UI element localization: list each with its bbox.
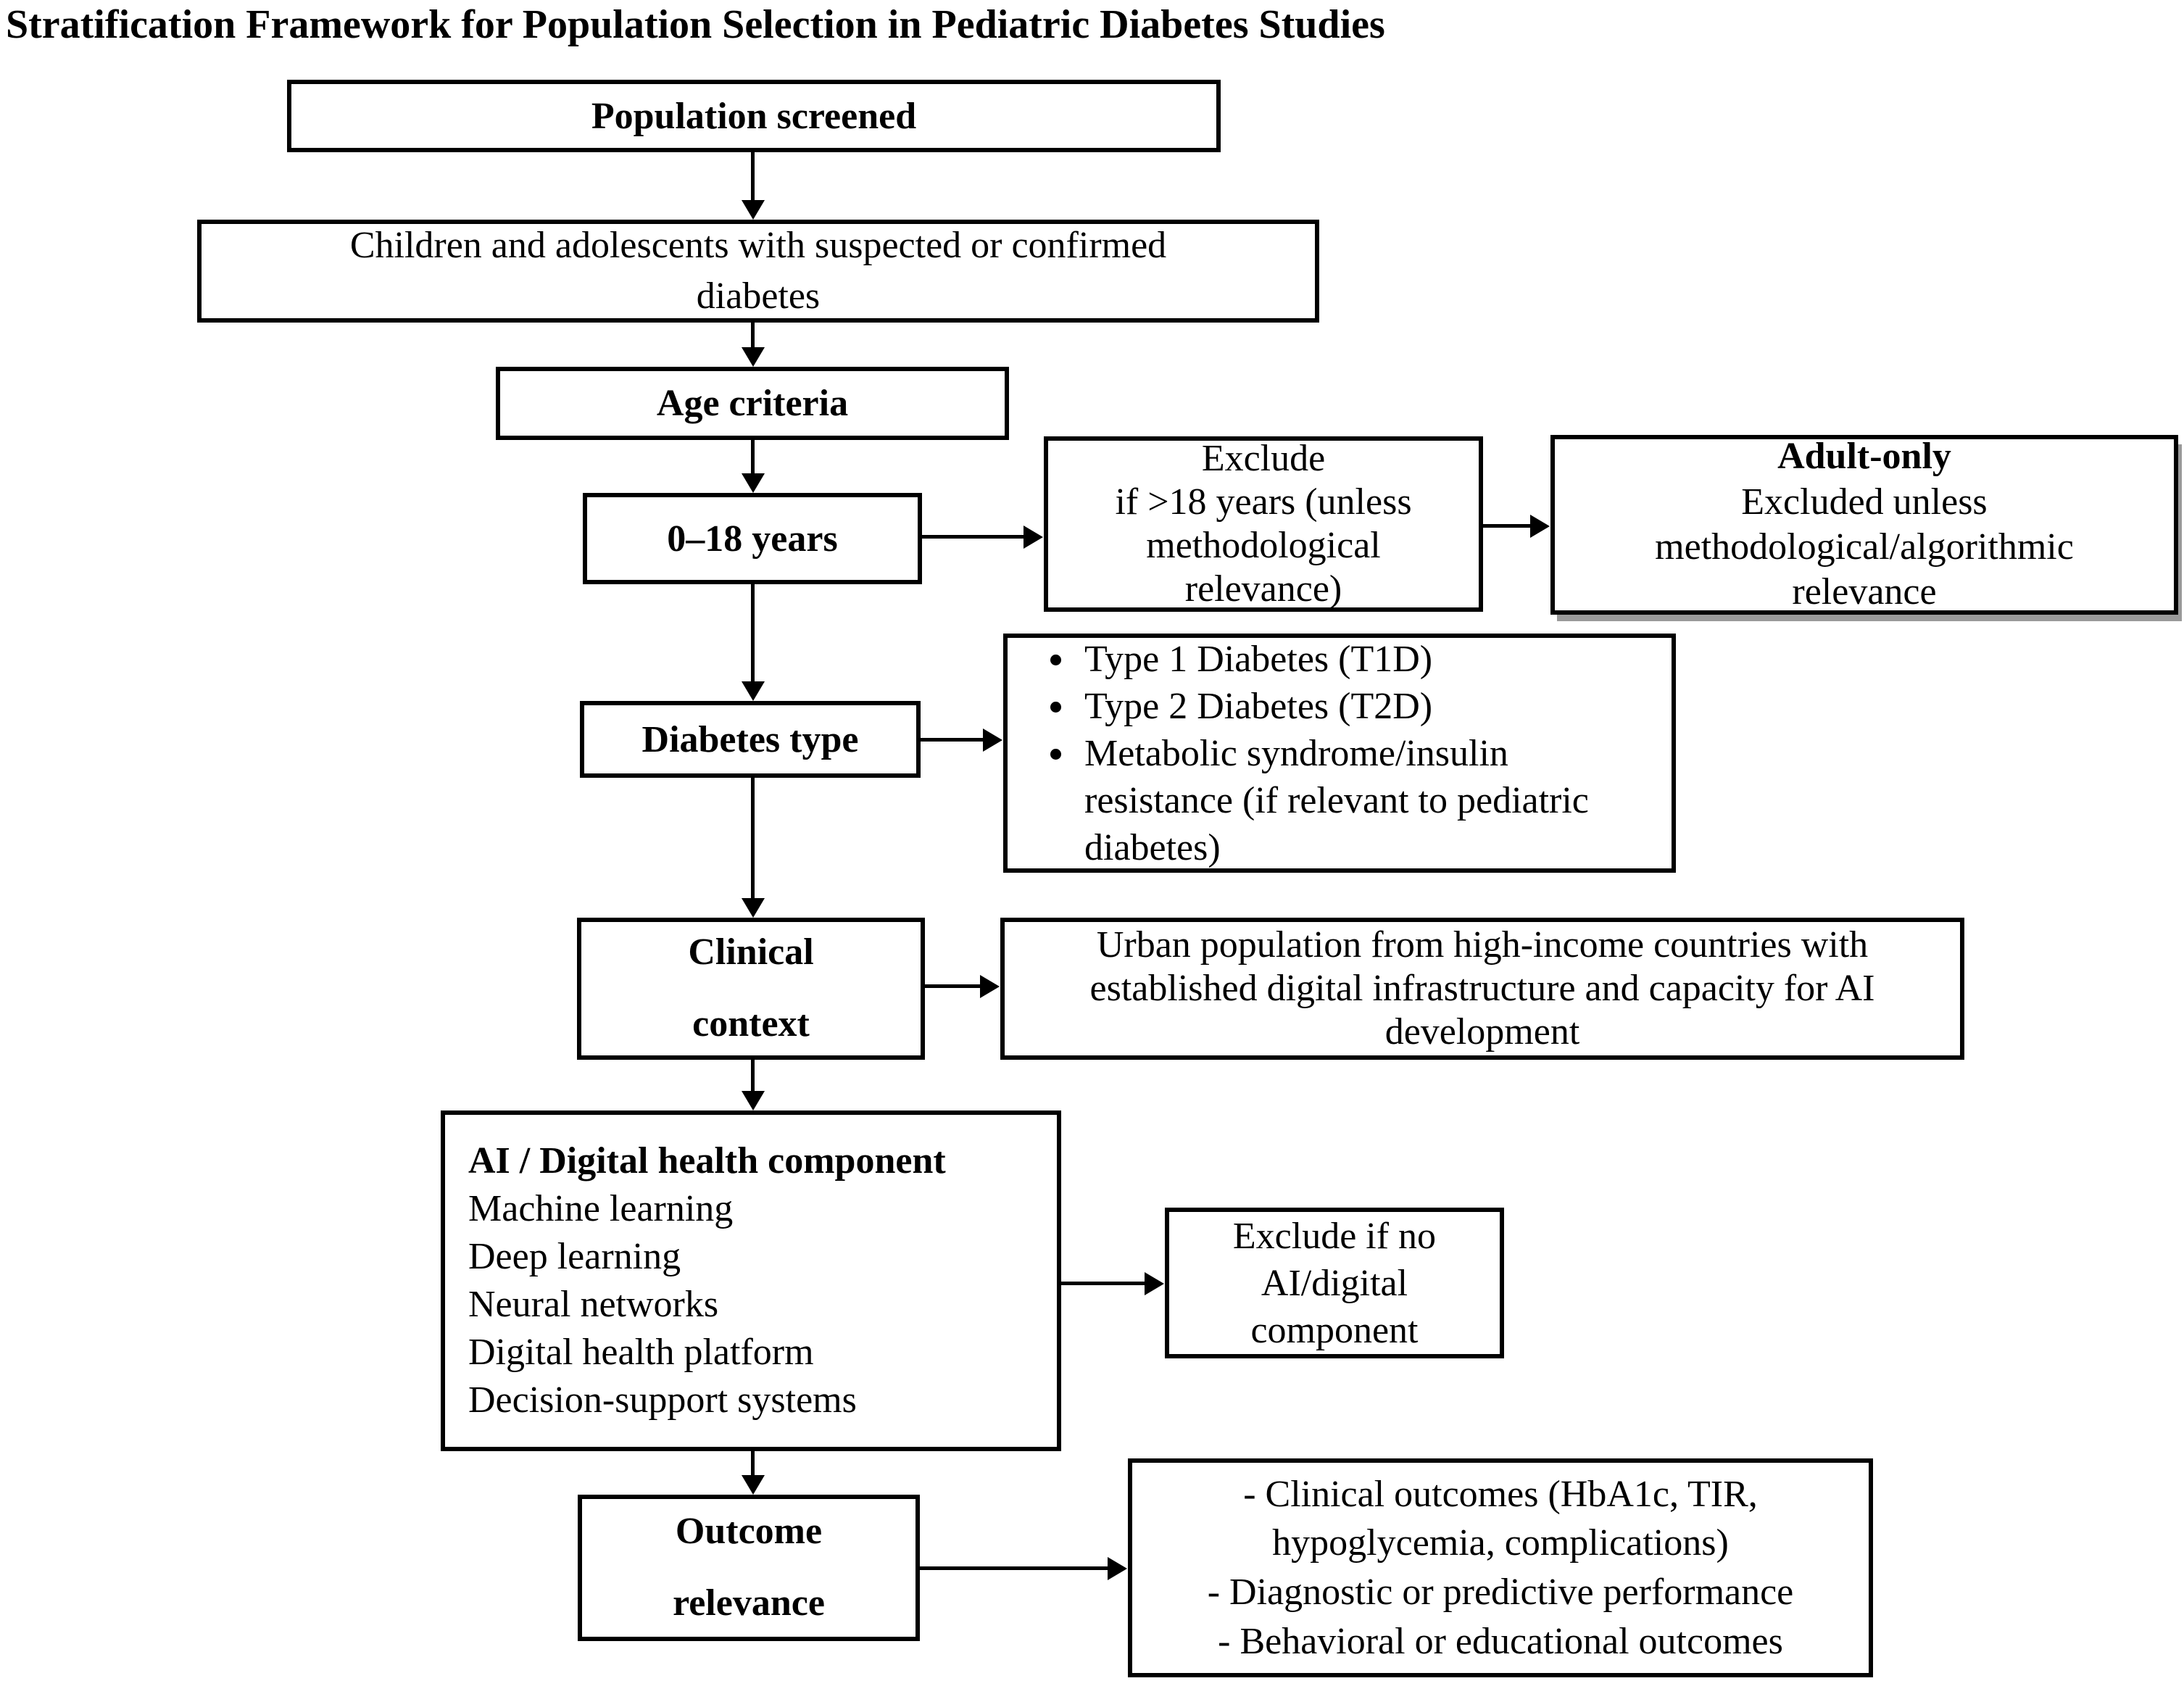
node-diabetes-type-list: Type 1 Diabetes (T1D)Type 2 Diabetes (T2… [1003,634,1676,873]
arrow-exclude-to-adult-only-icon [1483,524,1532,528]
node-outcome-relevance: Outcome relevance [578,1495,920,1641]
node-age-criteria: Age criteria [496,367,1009,440]
arrow-range-to-diabetes-type-icon [751,584,755,683]
node-population-screened: Population screened [287,80,1221,152]
adult-only-title: Adult-only [1777,436,1951,478]
node-adult-only: Adult-only Excluded unless methodologica… [1550,435,2178,615]
node-outcomes-list: - Clinical outcomes (HbA1c, TIR, hypogly… [1128,1458,1873,1677]
node-clinical-context: Clinical context [577,918,925,1060]
node-diabetes-type: Diabetes type [580,701,921,778]
arrow-diabetes-to-list-icon [921,738,984,742]
arrow-clinical-to-setting-icon [925,984,981,988]
node-clinical-setting: Urban population from high-income countr… [1000,918,1964,1060]
arrow-age-criteria-to-range-icon [751,440,755,475]
arrow-outcome-to-outcomes-icon [920,1566,1109,1570]
node-children-adolescents: Children and adolescents with suspected … [197,220,1319,323]
ai-component-title: AI / Digital health component [468,1139,946,1182]
node-exclude-over-18: Exclude if >18 years (unless methodologi… [1044,436,1483,612]
arrow-ai-to-outcome-icon [751,1451,755,1477]
diabetes-type-bullet-list: Type 1 Diabetes (T1D)Type 2 Diabetes (T2… [1008,636,1672,871]
page-title: Stratification Framework for Population … [6,2,1385,47]
arrow-range-to-exclude-icon [922,535,1025,539]
arrow-ai-to-exclude-no-ai-icon [1061,1282,1146,1285]
arrow-diabetes-to-clinical-icon [751,778,755,900]
adult-only-body: Excluded unless methodological/algorithm… [1655,481,2074,613]
arrow-children-to-age-criteria-icon [751,323,755,349]
node-age-range-0-18: 0–18 years [583,493,922,584]
arrow-clinical-to-ai-icon [751,1060,755,1092]
node-ai-digital-component: AI / Digital health component Machine le… [441,1110,1061,1451]
arrow-population-to-children-icon [751,152,755,202]
node-exclude-no-ai: Exclude if no AI/digital component [1165,1208,1504,1358]
